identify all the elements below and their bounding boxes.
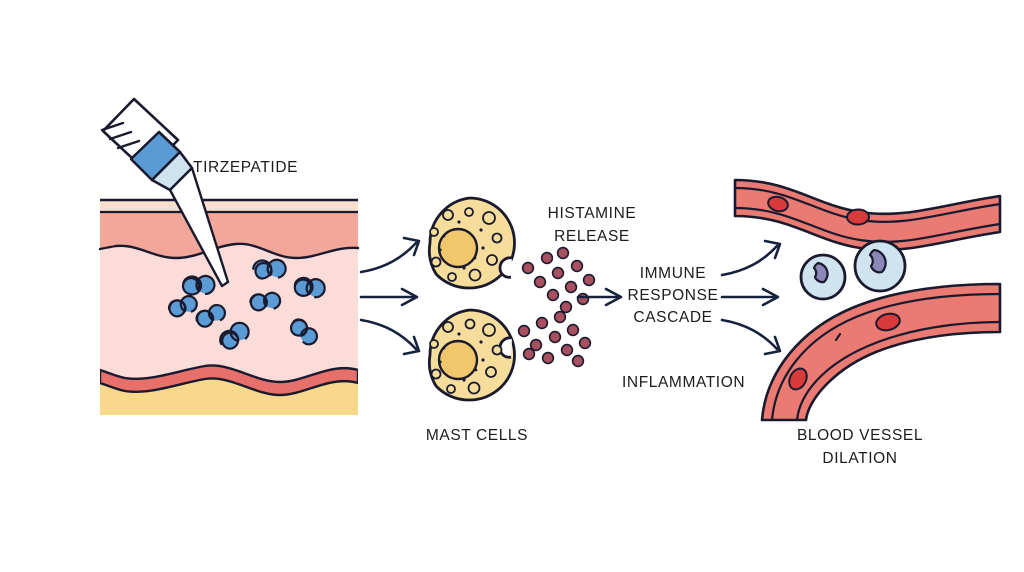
drug-molecule [195, 303, 227, 328]
tirzepatide-molecules [167, 258, 326, 350]
histamine-granule [533, 275, 547, 289]
drug-molecule [167, 295, 198, 318]
mast-cell-speckles [438, 332, 485, 382]
mast-cell-granules [429, 207, 503, 282]
histamine-granule [559, 300, 573, 314]
label-tirzepatide: TIRZEPATIDE [193, 159, 298, 176]
histamine-granule [541, 351, 555, 365]
histamine-granule [535, 316, 549, 330]
mast-cell-contents [429, 207, 503, 282]
arrow-down-curve [720, 318, 782, 356]
histamine-granule [522, 347, 536, 361]
label-vessel-line2: DILATION [822, 450, 897, 467]
mast-cell-contents [429, 318, 503, 395]
histamine-granule [566, 323, 580, 337]
histamine-granule [571, 354, 585, 368]
white-blood-cells [799, 239, 907, 301]
histamine-granule [548, 330, 562, 344]
mast-cell [428, 196, 516, 290]
dermis-layer [100, 228, 358, 382]
endothelial-nucleus [875, 312, 901, 332]
histamine-granule [546, 288, 560, 302]
mast-cell-granules [429, 318, 503, 395]
vessel-wall-inner-inner [795, 320, 1001, 421]
vessel-wall-inner-bottom [734, 206, 1001, 243]
histamine-granule [553, 310, 567, 324]
syringe-needle [168, 166, 230, 288]
syringe [100, 97, 230, 288]
vessel-tick-mark [834, 332, 842, 342]
histamine-granule [564, 280, 578, 294]
histamine-granule [582, 273, 596, 287]
mast-cells-group [428, 196, 516, 402]
arrow-down-curve [359, 318, 421, 356]
histamine-granules [517, 246, 596, 368]
stratum-corneum-layer [100, 200, 358, 212]
arrow-up-curve [720, 239, 782, 277]
histamine-granule [551, 266, 565, 280]
dermal-vascular-band [100, 364, 358, 397]
label-blood-vessel-dilation: BLOOD VESSEL DILATION [797, 427, 923, 467]
drug-molecule [252, 258, 287, 280]
label-inflammation: INFLAMMATION [622, 374, 745, 391]
arrow-histamine-to-cascade [576, 287, 623, 307]
label-mast-cells: MAST CELLS [426, 427, 528, 444]
label-histamine-release: HISTAMINE RELEASE [548, 205, 637, 245]
arrows-skin-to-mast [359, 236, 421, 356]
histamine-granule [540, 251, 554, 265]
label-cascade-line2: RESPONSE [628, 287, 719, 304]
mast-cell-nucleus [437, 339, 479, 381]
histamine-granule [570, 259, 584, 273]
drug-molecule [181, 274, 216, 296]
syringe-graduation-marks [100, 121, 141, 150]
skin-cross-section [98, 198, 360, 415]
histamine-granule [521, 261, 535, 275]
white-blood-cell [853, 239, 907, 293]
leukocyte-nucleus [868, 248, 887, 274]
label-histamine-line2: RELEASE [554, 228, 630, 245]
blood-vessel-lower-dilated [760, 282, 1002, 422]
endothelial-nucleus [788, 367, 808, 391]
arrow-up-curve [359, 236, 421, 274]
histamine-granule [578, 336, 592, 350]
leukocyte-nucleus [812, 261, 829, 284]
endothelial-nucleus [767, 195, 789, 213]
histamine-granule [529, 338, 543, 352]
mast-cell-nucleus [437, 227, 479, 269]
drug-molecule [290, 318, 318, 346]
label-histamine-line1: HISTAMINE [548, 205, 637, 222]
arrow-straight [720, 287, 780, 307]
drug-molecule [219, 321, 250, 350]
mast-cell [428, 308, 516, 402]
drug-molecule [293, 276, 326, 299]
label-vessel-line1: BLOOD VESSEL [797, 427, 923, 444]
white-blood-cell [799, 253, 847, 301]
histamine-granule [560, 343, 574, 357]
histamine-granule [576, 292, 590, 306]
label-immune-cascade: IMMUNE RESPONSE CASCADE [628, 265, 719, 326]
histamine-granule [556, 246, 570, 260]
mast-cell-speckles [438, 220, 485, 270]
label-cascade-line3: CASCADE [633, 309, 712, 326]
arrows-cascade-to-vessel [720, 239, 782, 356]
drug-molecule [249, 291, 282, 312]
blood-vessel-upper [733, 178, 1002, 252]
vessel-wall-inner-outer [770, 292, 1001, 421]
endothelial-nucleus [846, 208, 870, 226]
label-cascade-line1: IMMUNE [640, 265, 706, 282]
histamine-granule [517, 324, 531, 338]
arrow-straight [359, 287, 419, 307]
